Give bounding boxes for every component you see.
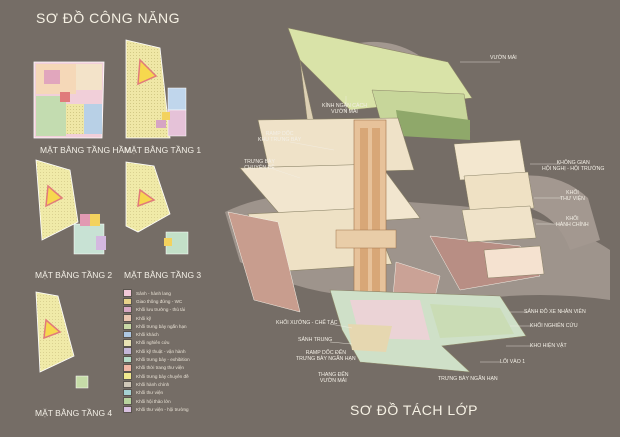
legend-item: Giao thông đứng - WC <box>123 297 205 306</box>
legend-label: Khối nghiên cứu <box>136 340 170 346</box>
label-central-lobby: SẢNH TRUNG <box>298 337 333 343</box>
legend-item: Sảnh - hành lang <box>123 289 205 297</box>
label-conference-space: KHÔNG GIAN HỘI NGHỊ - HỘI TRƯỜNG <box>542 160 605 172</box>
label-staff-lobby: SẢNH ĐỖ XE NHÂN VIÊN <box>524 309 586 315</box>
legend-item: Khối thư viện - hội trường <box>123 405 205 414</box>
plan-level3-drawing <box>125 161 189 255</box>
legend-item: Khối kỹ thuật - vận hành <box>123 347 205 355</box>
label-research-block: KHỐI NGHIÊN CỨU <box>530 323 578 329</box>
legend-swatch <box>123 297 132 306</box>
legend-item: Khối kỹ <box>123 314 205 322</box>
legend-item: Khối thời trang thư viện <box>123 364 205 372</box>
label-ramp-exhibition: RAMP DỐC KHU TRƯNG BÀY <box>258 131 302 143</box>
legend-swatch <box>123 339 132 347</box>
plan-label-level1: MẶT BẰNG TẦNG 1 <box>124 145 202 155</box>
label-admin-block: KHỐI HÀNH CHÍNH <box>556 216 589 228</box>
legend-label: Khối kỹ <box>136 315 152 321</box>
legend-label: Khối thời trang thư viện <box>136 365 184 371</box>
legend-label: Khối kỹ thuật - vận hành <box>136 348 186 354</box>
label-stairs-roof-garden: THANG ĐẾN VƯỜN MÁI <box>318 372 349 384</box>
legend-swatch <box>123 372 132 380</box>
label-workshop-block: KHỐI XƯỞNG - CHẾ TÁC <box>276 320 338 326</box>
legend-label: Khối trưng bày chuyên đề <box>136 373 189 379</box>
legend-item: Khối thư viện <box>123 388 205 397</box>
exploded-axonometric-drawing <box>225 27 610 373</box>
legend-item: Khối hội thảo lớn <box>123 397 205 405</box>
label-library-block: KHỐI THƯ VIỆN <box>560 190 585 202</box>
plan-label-level4: MẶT BẰNG TẦNG 4 <box>35 408 113 418</box>
legend-swatch <box>123 380 132 389</box>
legend-label: Sảnh - hành lang <box>136 290 171 296</box>
legend-label: Khối thư viện <box>136 390 164 396</box>
legend-swatch <box>123 347 132 355</box>
functional-diagram-title: SƠ ĐỒ CÔNG NĂNG <box>36 10 180 26</box>
layer-diagram-title: SƠ ĐỒ TÁCH LỚP <box>350 402 478 418</box>
legend-swatch <box>123 305 132 314</box>
label-roof-garden: VƯỜN MÁI <box>490 55 517 61</box>
legend-item: Khối trưng bày chuyên đề <box>123 372 205 380</box>
legend-swatch <box>123 314 132 322</box>
legend-label: Khối trưng bày - exhibition <box>136 357 190 363</box>
legend-swatch <box>123 364 132 372</box>
legend-label: Khối khách <box>136 332 159 338</box>
legend-label: Khối hội thảo lớn <box>136 398 171 404</box>
plan-level2-drawing <box>35 159 106 255</box>
legend-label: Khối hành chính <box>136 381 170 387</box>
legend-swatch <box>123 397 132 405</box>
label-entrance: LỐI VÀO 1 <box>500 359 526 365</box>
legend-swatch <box>123 388 132 397</box>
label-artifact-storage: KHO HIỆN VẬT <box>530 343 567 349</box>
legend-item: Khối trưng bày - exhibition <box>123 355 205 364</box>
legend-swatch <box>123 289 132 297</box>
plan-level1-drawing <box>125 39 187 139</box>
legend-item: Khối trưng bày ngắn hạn <box>123 322 205 331</box>
plan-basement-drawing <box>33 61 105 139</box>
plan-level4-drawing <box>35 291 89 389</box>
legend-label: Khối trưng bày ngắn hạn <box>136 323 187 329</box>
label-thematic-exhibition: TRƯNG BÀY CHUYÊN ĐỀ <box>244 159 275 171</box>
plan-label-level2: MẶT BẰNG TẦNG 2 <box>35 270 113 280</box>
label-glass-partition: KÍNH NGĂN CÁCH VƯỜN MÁI <box>322 103 367 115</box>
legend-swatch <box>123 405 132 414</box>
legend-swatch <box>123 330 132 339</box>
legend-swatch <box>123 322 132 331</box>
legend-label: Khối lưu trưởng - thủ tài <box>136 307 185 313</box>
legend-item: Khối lưu trưởng - thủ tài <box>123 305 205 314</box>
plan-label-level3: MẶT BẰNG TẦNG 3 <box>124 270 202 280</box>
legend-swatch <box>123 355 132 364</box>
label-short-term-exhibition: TRƯNG BÀY NGẮN HẠN <box>438 376 498 382</box>
plan-label-basement: MẶT BẰNG TẦNG HẦM <box>40 145 132 155</box>
legend-item: Khối hành chính <box>123 380 205 389</box>
legend-label: Giao thông đứng - WC <box>136 298 183 304</box>
label-ramp-short-term: RAMP DỐC ĐẾN TRƯNG BÀY NGẮN HẠN <box>296 350 356 362</box>
legend-label: Khối thư viện - hội trường <box>136 406 189 412</box>
legend-item: Khối nghiên cứu <box>123 339 205 347</box>
legend-item: Khối khách <box>123 330 205 339</box>
